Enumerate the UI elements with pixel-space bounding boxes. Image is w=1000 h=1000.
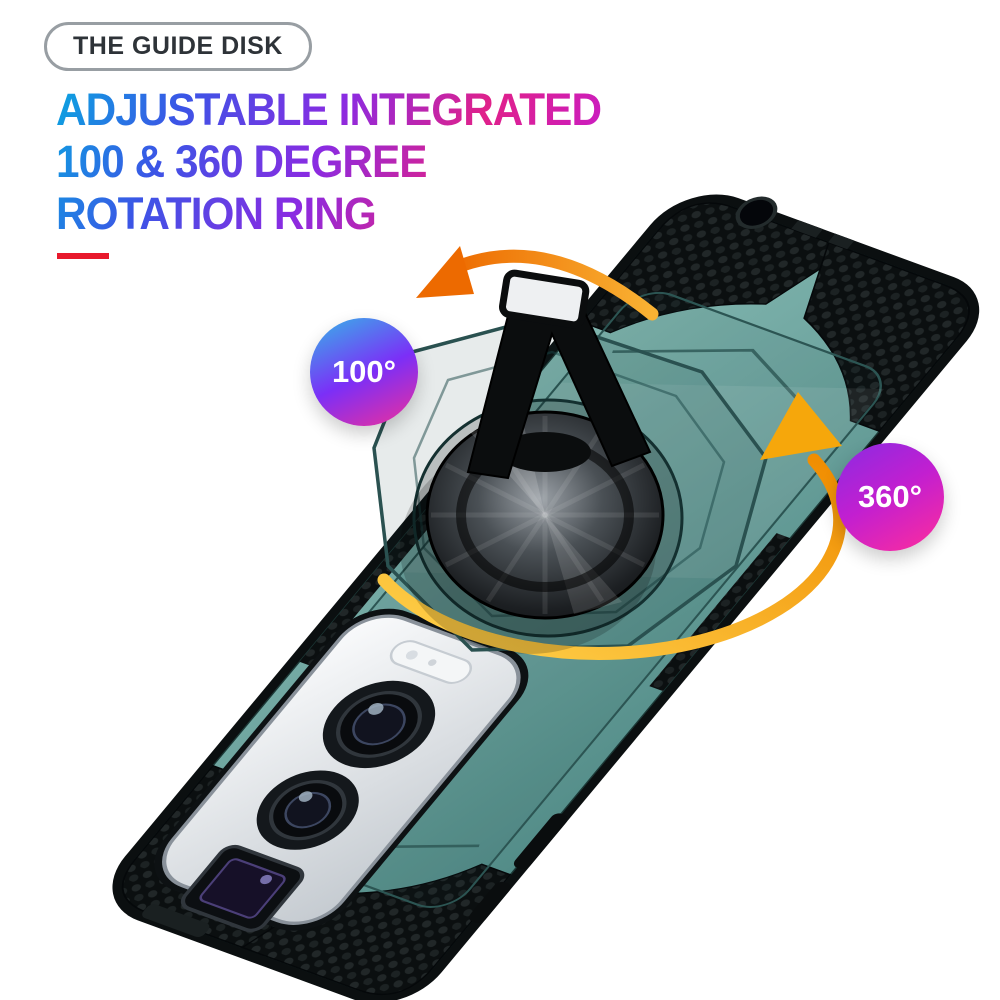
headline-line-2: 100 & 360 DEGREE (56, 136, 427, 187)
rim-notch-2 (828, 233, 855, 250)
bottom-port (142, 904, 210, 938)
red-accent-dash (57, 253, 109, 259)
rotation-arrow-360-icon (377, 392, 847, 660)
rim-notch-1 (791, 220, 823, 238)
corner-bumper-top-left (580, 202, 851, 334)
badge-100-degree: 100° (310, 318, 418, 426)
headline-line-1: ADJUSTABLE INTEGRATED (56, 84, 602, 135)
badge-360-degree: 360° (836, 443, 944, 551)
headline: ADJUSTABLE INTEGRATED 100 & 360 DEGREE R… (56, 84, 601, 240)
badge-100-label: 100° (331, 354, 397, 389)
disc-glint-2 (545, 515, 622, 614)
ring-stand (400, 269, 684, 654)
top-rim-hole (735, 196, 778, 229)
rotation-arrow-100-icon (416, 246, 659, 321)
camera-module (154, 608, 529, 932)
power-button (513, 813, 568, 870)
guide-disk-label: THE GUIDE DISK (73, 32, 283, 60)
camera-lens-1 (322, 680, 436, 769)
corner-bumper-top-right (803, 241, 970, 432)
guide-disk-pill: THE GUIDE DISK (44, 22, 312, 71)
ring-clip (499, 269, 590, 329)
side-rail-left (299, 508, 441, 667)
camera-lens-3-periscope (180, 844, 305, 932)
badge-360-label: 360° (857, 479, 923, 514)
flash-dot (405, 650, 418, 660)
side-rail-right (649, 533, 791, 692)
volume-button (469, 881, 511, 923)
sensor-dot (428, 659, 437, 666)
ring-hinge (499, 432, 591, 472)
camera-lens-2 (256, 770, 359, 850)
headline-line-3: ROTATION RING (56, 188, 376, 239)
disc-radial-shine (431, 416, 659, 614)
